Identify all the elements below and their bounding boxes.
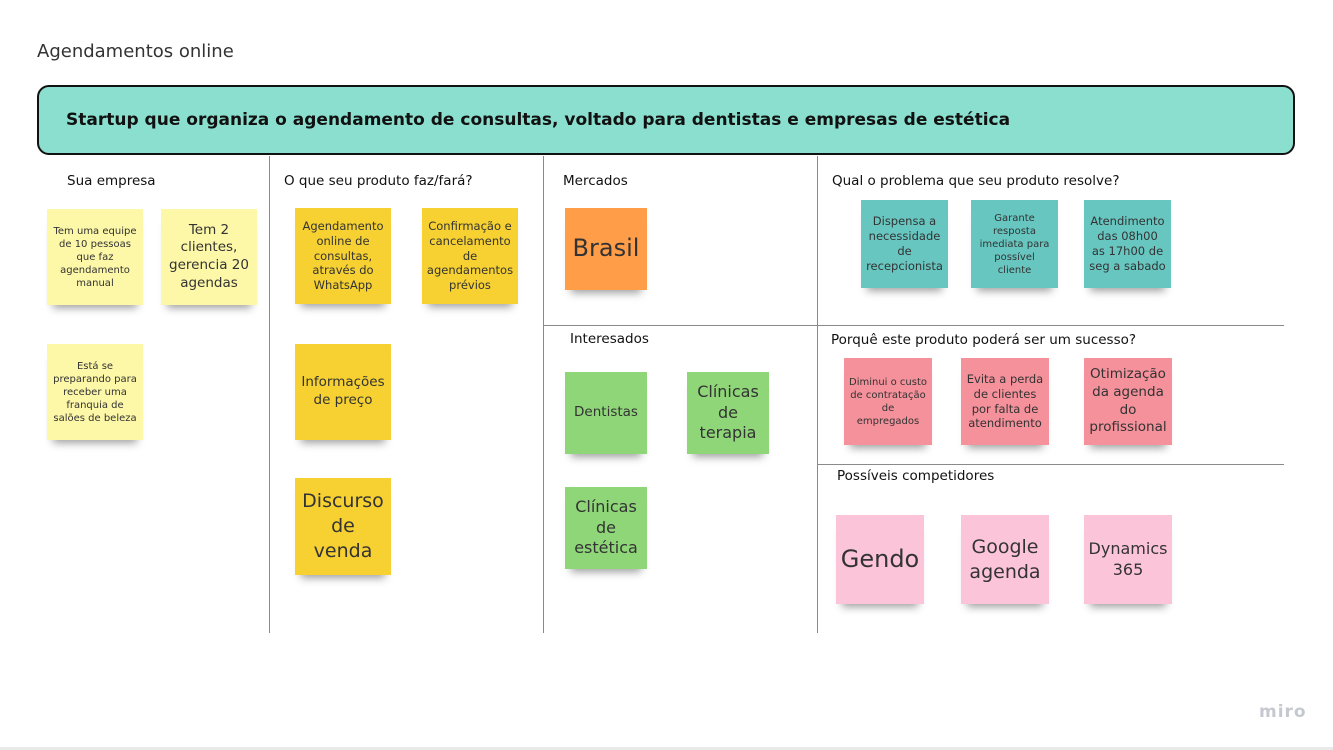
section-label-interessados: Interesados: [570, 331, 649, 347]
sticky-note[interactable]: Dentistas: [565, 372, 647, 454]
sticky-note[interactable]: Agendamento online de consultas, através…: [295, 208, 391, 304]
sticky-note[interactable]: Tem uma equipe de 10 pessoas que faz age…: [47, 209, 143, 305]
section-label-problema: Qual o problema que seu produto resolve?: [832, 173, 1120, 189]
section-label-sua-empresa: Sua empresa: [67, 173, 156, 189]
row-divider-problema: [817, 325, 1284, 326]
sticky-note[interactable]: Clínicas de terapia: [687, 372, 769, 454]
column-divider-1: [269, 156, 270, 633]
banner-sticky[interactable]: Startup que organiza o agendamento de co…: [37, 85, 1295, 155]
section-label-competidores: Possíveis competidores: [837, 468, 995, 484]
section-label-produto: O que seu produto faz/fará?: [284, 173, 473, 189]
sticky-note[interactable]: Garante resposta imediata para possível …: [971, 200, 1058, 288]
row-divider-sucesso: [817, 464, 1284, 465]
column-divider-2: [543, 156, 544, 633]
sticky-note[interactable]: Informações de preço: [295, 344, 391, 440]
sticky-note[interactable]: Clínicas de estética: [565, 487, 647, 569]
footer-line: [0, 747, 1333, 750]
column-divider-3: [817, 156, 818, 633]
sticky-note[interactable]: Está se preparando para receber uma fran…: [47, 344, 143, 440]
sticky-note[interactable]: Confirmação e cancelamento de agendament…: [422, 208, 518, 304]
section-label-sucesso: Porquê este produto poderá ser um sucess…: [831, 332, 1137, 348]
sticky-note[interactable]: Atendimento das 08h00 as 17h00 de seg a …: [1084, 200, 1171, 288]
sticky-note[interactable]: Gendo: [836, 515, 924, 604]
sticky-note[interactable]: Dynamics 365: [1084, 515, 1172, 604]
sticky-note[interactable]: Otimização da agenda do profissional: [1084, 358, 1172, 445]
board-title: Agendamentos online: [37, 41, 234, 62]
miro-logo: miro: [1259, 702, 1307, 722]
sticky-note[interactable]: Evita a perda de clientes por falta de a…: [961, 358, 1049, 445]
sticky-note[interactable]: Brasil: [565, 208, 647, 290]
row-divider-mercados: [543, 325, 817, 326]
sticky-note[interactable]: Google agenda: [961, 515, 1049, 604]
sticky-note[interactable]: Diminui o custo de contratação de empreg…: [844, 358, 932, 445]
sticky-note[interactable]: Dispensa a necessidade de recepcionista: [861, 200, 948, 288]
sticky-note[interactable]: Tem 2 clientes, gerencia 20 agendas: [161, 209, 257, 305]
section-label-mercados: Mercados: [563, 173, 628, 189]
sticky-note[interactable]: Discurso de venda: [295, 478, 391, 575]
banner-text: Startup que organiza o agendamento de co…: [66, 110, 1011, 130]
